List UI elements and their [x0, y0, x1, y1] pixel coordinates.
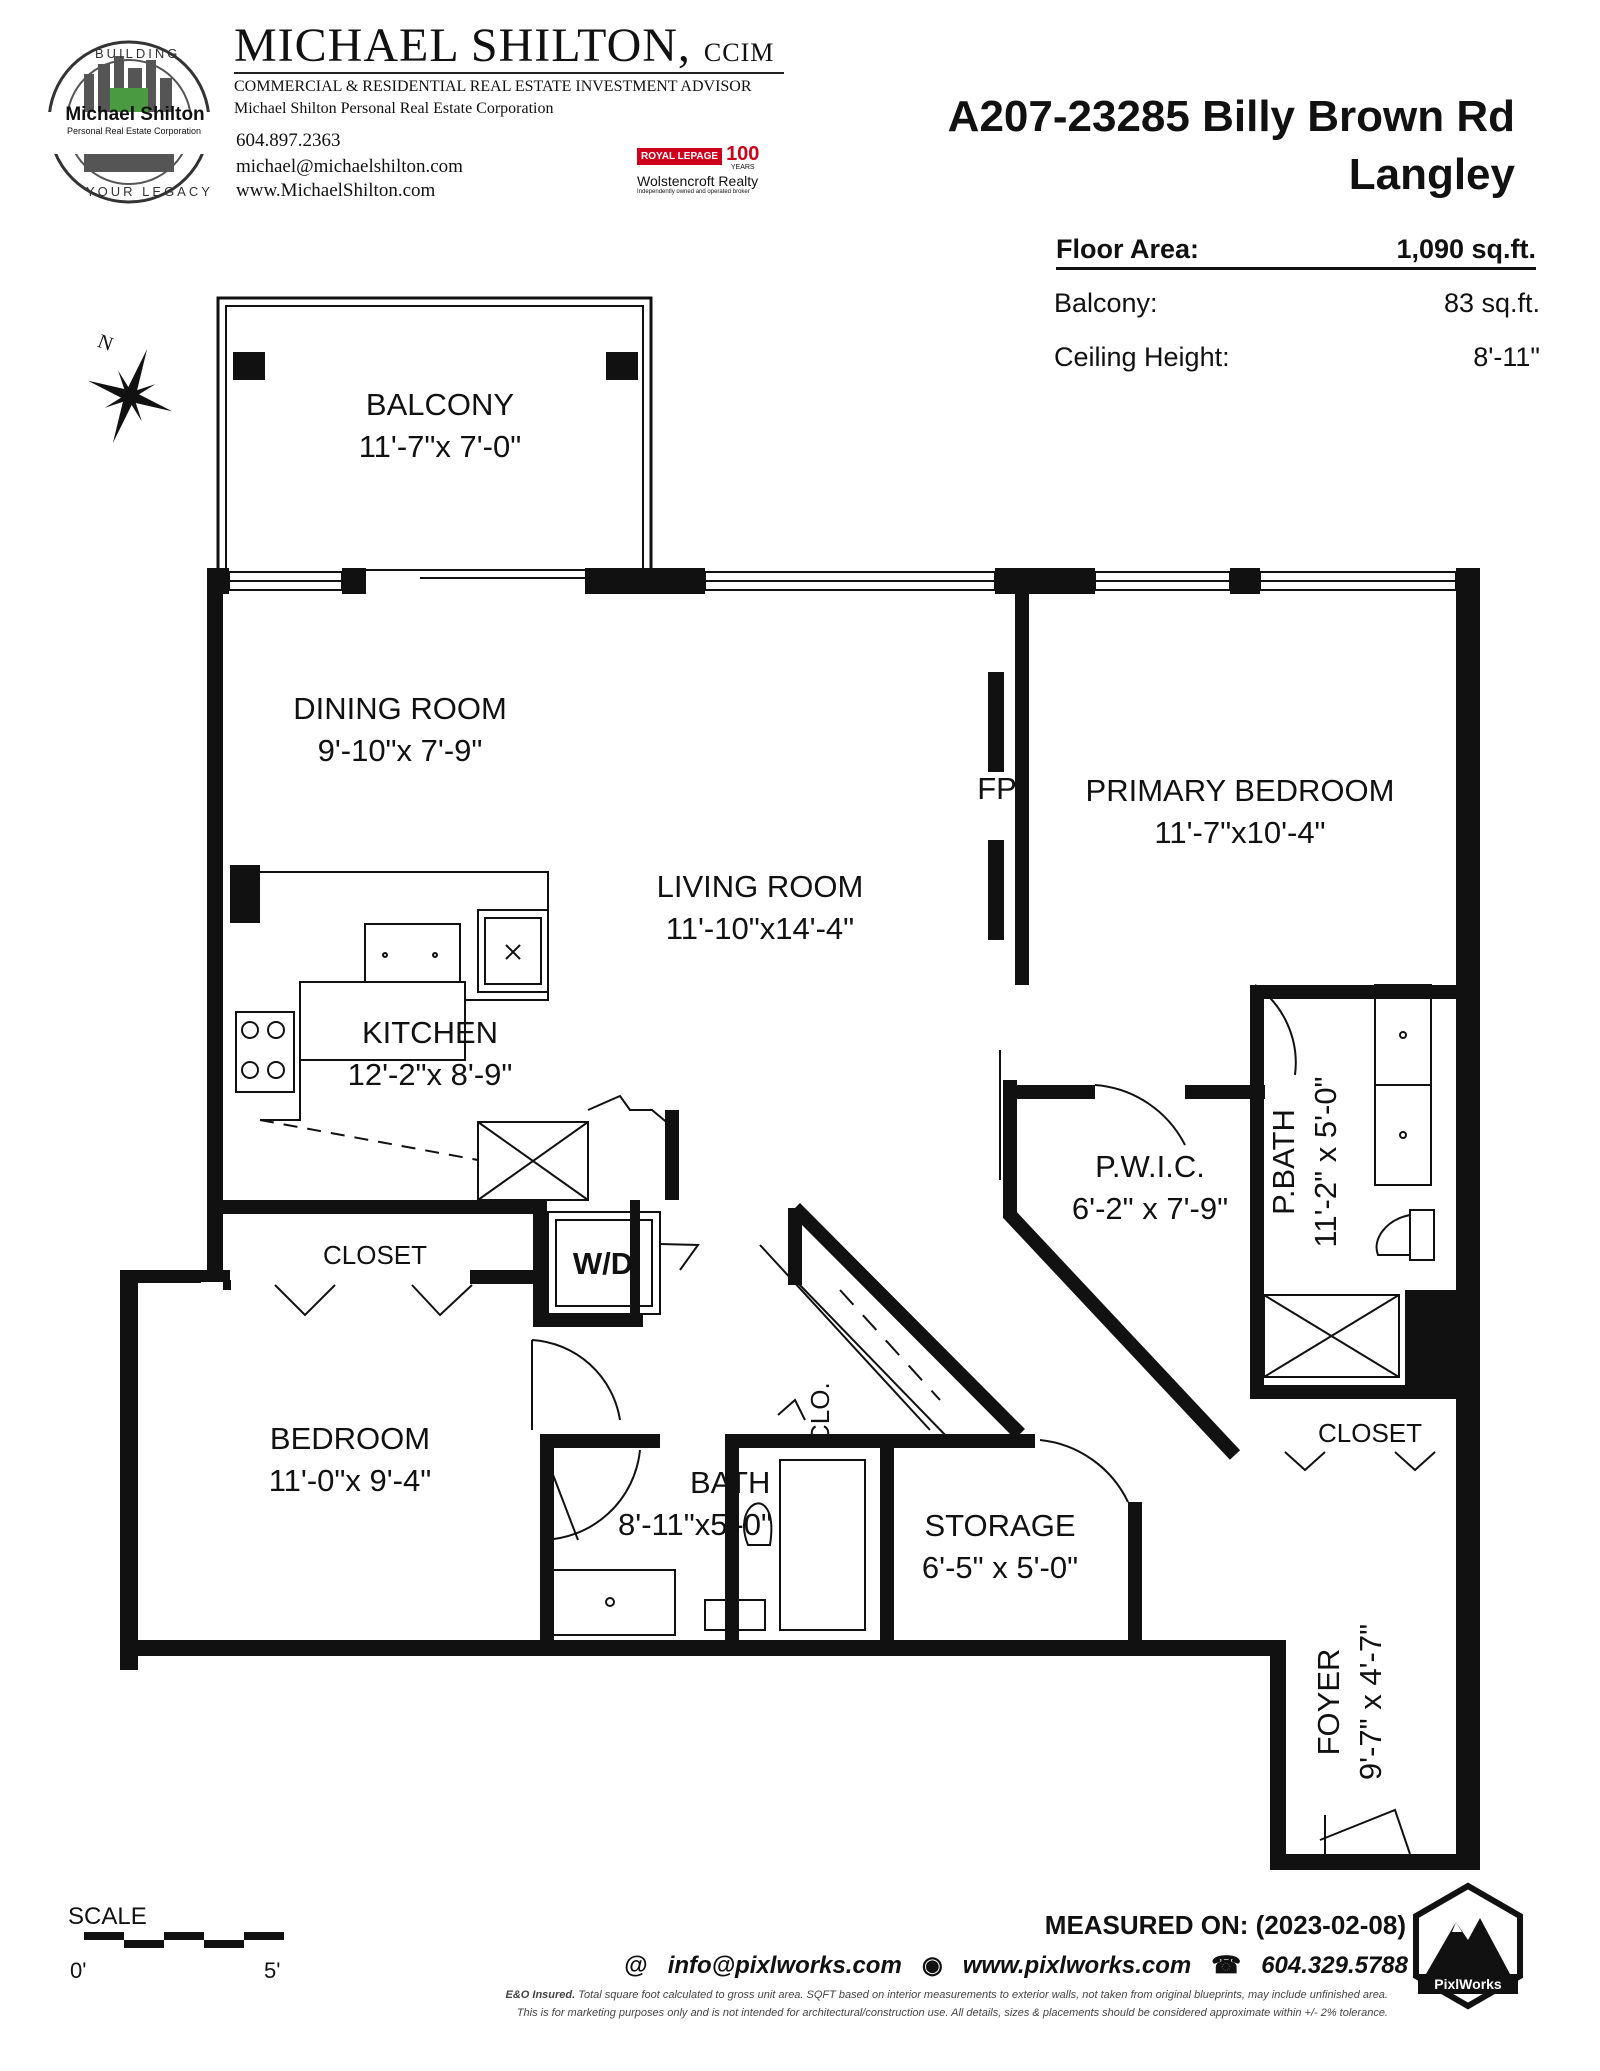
compass-rose-icon — [87, 349, 173, 443]
stat-ceiling-height: Ceiling Height: 8'-11" — [1054, 342, 1540, 373]
room-dims: 12'-2"x 8'-9" — [347, 1057, 513, 1092]
room-pwic: P.W.I.C. 6'-2" x 7'-9" — [1040, 1146, 1260, 1230]
agent-logo — [44, 40, 214, 204]
agent-name: MICHAEL SHILTON, CCIM — [234, 19, 775, 72]
brokerage-note: Independently owned and operated broker — [637, 189, 750, 195]
room-dims: 8'-11"x5'-0" — [618, 1507, 772, 1542]
room-dims: 11'-0"x 9'-4" — [268, 1463, 432, 1498]
room-name: LIVING ROOM — [656, 869, 864, 904]
phone-icon: ☎ — [1211, 1952, 1242, 1979]
room-name: CLOSET — [322, 1240, 428, 1270]
stat-balcony: Balcony: 83 sq.ft. — [1054, 288, 1540, 319]
room-balcony: BALCONY 11'-7"x 7'-0" — [290, 384, 590, 468]
room-dims: 11'-7"x 7'-0" — [358, 429, 522, 464]
agent-website[interactable]: www.MichaelShilton.com — [236, 180, 436, 201]
room-dims: 11'-7"x10'-4" — [1154, 815, 1326, 850]
scale-start: 0' — [70, 1958, 87, 1983]
disclaimer-line2: This is for marketing purposes only and … — [516, 2007, 1388, 2019]
room-primary-bedroom: PRIMARY BEDROOM 11'-7"x10'-4" — [1040, 770, 1440, 854]
room-name: CLOSET — [1317, 1418, 1423, 1448]
room-washer-dryer: W/D — [558, 1243, 648, 1285]
room-name: CLO. — [805, 1382, 835, 1443]
room-dims: 6'-2" x 7'-9" — [1071, 1191, 1229, 1226]
room-dims: 11'-10"x14'-4" — [665, 911, 855, 946]
stat-label: Balcony: — [1054, 288, 1158, 318]
address-line2: Langley — [1348, 150, 1515, 199]
scale-label: SCALE — [68, 1903, 147, 1930]
room-storage: STORAGE 6'-5" x 5'-0" — [880, 1505, 1120, 1589]
stat-floor-area: Floor Area: 1,090 sq.ft. — [1056, 234, 1536, 270]
address-line1: A207-23285 Billy Brown Rd — [947, 92, 1515, 141]
room-dims: 11'-2" x 5'-0" — [1308, 1076, 1343, 1248]
agent-phone: 604.897.2363 — [236, 130, 341, 151]
room-name: BATH — [690, 1465, 771, 1500]
agent-rule — [234, 72, 784, 74]
brokerage-badge-number: 100 — [726, 143, 760, 165]
brokerage-brand: ROYAL LEPAGE — [637, 148, 723, 165]
stat-label: Floor Area: — [1056, 234, 1200, 264]
room-name: P.W.I.C. — [1095, 1149, 1205, 1184]
contact-email[interactable]: info@pixlworks.com — [667, 1951, 902, 1979]
pixlworks-logo-icon — [1413, 1882, 1523, 2010]
room-name: FP — [977, 771, 1017, 806]
room-dims: 9'-7" x 4'-7" — [1353, 1623, 1388, 1781]
pixlworks-logo-name: PixlWorks — [1434, 1976, 1502, 1992]
room-name: BALCONY — [365, 387, 515, 422]
logo-name: Michael Shilton — [65, 104, 205, 125]
room-linen-closet: CLO. — [799, 1382, 841, 1443]
room-name: KITCHEN — [361, 1015, 499, 1050]
room-name: W/D — [572, 1246, 634, 1281]
scale-bar — [84, 1932, 284, 1948]
room-primary-bath: P.BATH 11'-2" x 5'-0" — [1263, 1052, 1347, 1272]
room-name: STORAGE — [924, 1508, 1076, 1543]
contact-bar: @ info@pixlworks.com ◉ www.pixlworks.com… — [624, 1951, 1408, 1980]
disclaimer-text: Total square foot calculated to gross un… — [578, 1989, 1388, 2001]
stat-label: Ceiling Height: — [1054, 342, 1230, 372]
logo-ring-bottom: YOUR LEGACY — [86, 184, 213, 199]
scale-end: 5' — [264, 1958, 281, 1983]
globe-icon: ◉ — [921, 1952, 943, 1979]
contact-website[interactable]: www.pixlworks.com — [962, 1951, 1192, 1979]
room-name: DINING ROOM — [293, 691, 507, 726]
agent-corporation: Michael Shilton Personal Real Estate Cor… — [234, 100, 554, 117]
room-bedroom: BEDROOM 11'-0"x 9'-4" — [200, 1418, 500, 1502]
measured-date: MEASURED ON: (2023-02-08) — [1044, 1910, 1406, 1940]
room-living: LIVING ROOM 11'-10"x14'-4" — [600, 866, 920, 950]
room-bath: BATH 8'-11"x5'-0" — [570, 1462, 820, 1546]
room-closet-bedroom: CLOSET — [290, 1234, 460, 1276]
logo-ring-top: BUILDING — [95, 46, 181, 61]
stat-value: 83 sq.ft. — [1443, 288, 1540, 318]
agent-title: COMMERCIAL & RESIDENTIAL REAL ESTATE INV… — [234, 78, 752, 95]
room-name: BEDROOM — [269, 1421, 431, 1456]
brokerage-badge-text: YEARS — [730, 164, 755, 171]
brokerage-office: Wolstencroft Realty — [637, 173, 759, 189]
disclaimer-line1: E&O Insured. Total square foot calculate… — [506, 1989, 1389, 2001]
agent-email[interactable]: michael@michaelshilton.com — [236, 156, 463, 177]
room-dims: 6'-5" x 5'-0" — [921, 1550, 1079, 1585]
brokerage-logo: ROYAL LEPAGE 100 YEARS Wolstencroft Real… — [637, 144, 787, 195]
room-dims: 9'-10"x 7'-9" — [317, 733, 483, 768]
room-kitchen: KITCHEN 12'-2"x 8'-9" — [300, 1012, 560, 1096]
email-icon: @ — [624, 1951, 648, 1979]
logo-subtitle: Personal Real Estate Corporation — [66, 126, 202, 136]
room-dining: DINING ROOM 9'-10"x 7'-9" — [240, 688, 560, 772]
room-name: P.BATH — [1266, 1109, 1301, 1215]
room-closet-foyer: CLOSET — [1285, 1412, 1455, 1454]
room-name: PRIMARY BEDROOM — [1085, 773, 1395, 808]
room-foyer: FOYER 9'-7" x 4'-7" — [1308, 1577, 1392, 1827]
stat-value: 8'-11" — [1473, 342, 1540, 372]
disclaimer-bold: E&O Insured. — [505, 1989, 576, 2001]
stat-value: 1,090 sq.ft. — [1396, 234, 1536, 264]
room-name: FOYER — [1311, 1648, 1346, 1756]
contact-phone[interactable]: 604.329.5788 — [1261, 1951, 1408, 1979]
room-fireplace: FP — [962, 768, 1032, 810]
